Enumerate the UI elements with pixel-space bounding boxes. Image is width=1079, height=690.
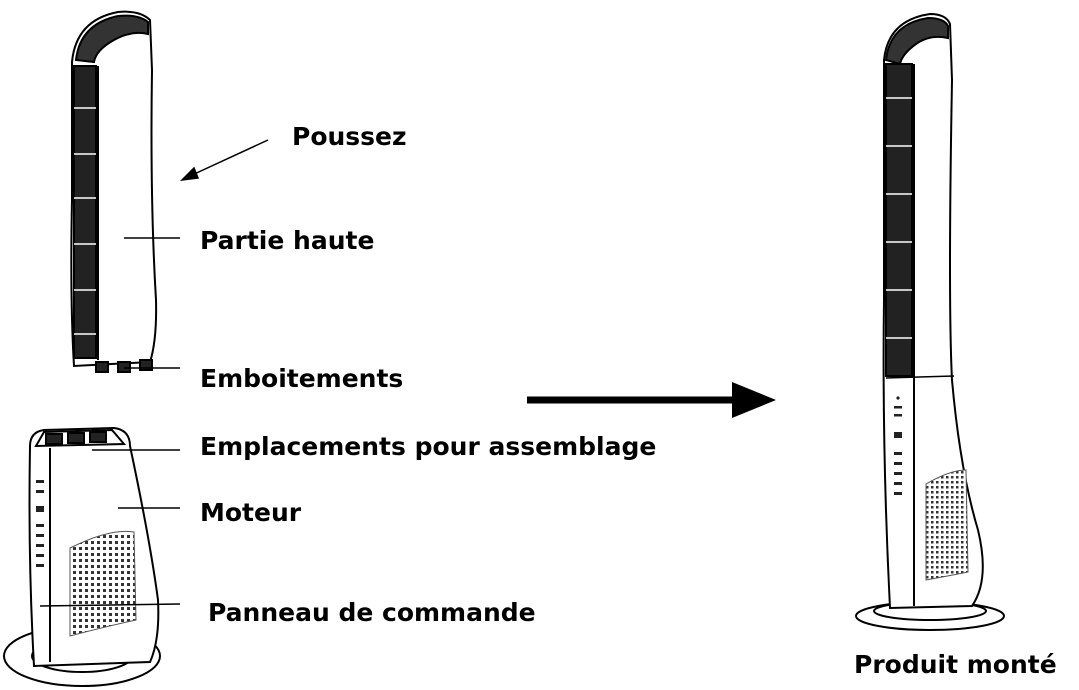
label-upper-part: Partie haute	[200, 226, 375, 255]
leader-lines	[39, 139, 269, 607]
assembled-control-buttons	[894, 396, 902, 495]
assembled-motor-grille	[925, 469, 969, 581]
assembly-slot	[45, 433, 63, 445]
label-push: Poussez	[292, 122, 407, 151]
upper-part-top-cap	[74, 14, 149, 64]
fitting-peg	[117, 361, 131, 373]
assembly-seam	[885, 375, 955, 379]
motor-grille	[69, 530, 137, 637]
assembled-top-cap	[884, 16, 949, 66]
leader-control-panel	[39, 603, 181, 607]
assembly-slot	[89, 431, 107, 443]
assembly-slot	[67, 432, 85, 444]
label-fittings: Emboitements	[200, 364, 404, 393]
assembly-direction-arrow	[527, 382, 776, 418]
motor-base-drawing	[3, 426, 161, 687]
push-arrow-head	[179, 166, 200, 182]
label-motor: Moteur	[200, 498, 302, 527]
fitting-peg	[95, 361, 109, 373]
upper-part-drawing	[70, 10, 158, 373]
push-arrow-shaft	[189, 139, 269, 177]
assembled-grille	[885, 63, 913, 377]
label-control-panel: Panneau de commande	[208, 598, 536, 627]
label-assembly-slots: Emplacements pour assemblage	[200, 432, 657, 461]
control-panel-buttons	[36, 480, 44, 567]
upper-part-grille	[73, 65, 97, 359]
assembled-product-drawing	[855, 12, 1005, 631]
fitting-peg	[139, 359, 153, 371]
label-assembled-product: Produit monté	[854, 650, 1057, 679]
